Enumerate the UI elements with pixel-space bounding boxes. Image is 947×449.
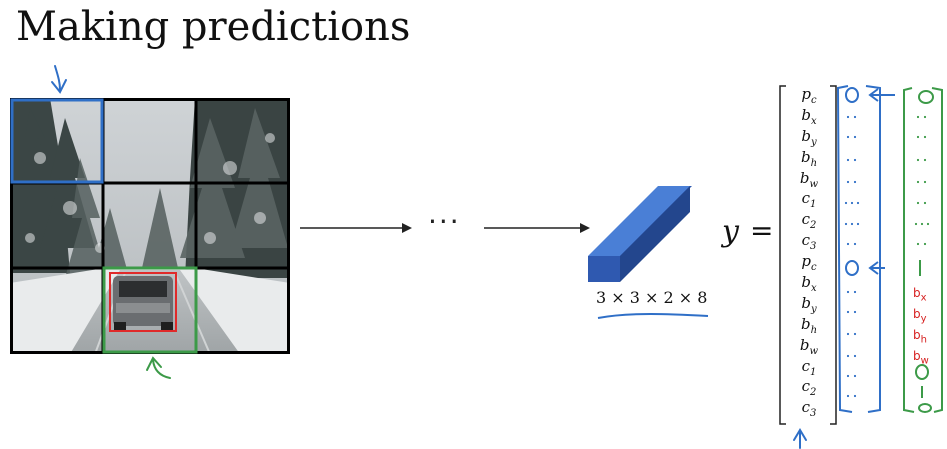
- highlight-cell-top-left: [10, 98, 104, 184]
- blue-example-column: [836, 85, 895, 413]
- green-dots: [914, 115, 930, 246]
- vector-row: by: [801, 293, 817, 315]
- vector-row: pc: [801, 252, 817, 274]
- red-annotation-bh: bh: [913, 328, 927, 346]
- output-dims-label: 3 × 3 × 2 × 8: [596, 288, 708, 307]
- output-volume-prism: [588, 186, 692, 282]
- vector-row: by: [801, 126, 817, 148]
- vector-row: pc: [801, 85, 817, 106]
- vector-row: c3: [801, 398, 817, 420]
- vector-row: bh: [800, 314, 818, 336]
- car: [113, 276, 173, 330]
- page-title: Making predictions: [16, 4, 411, 50]
- vector-row: bw: [799, 335, 819, 357]
- dims-underline: [597, 313, 709, 319]
- car-bounding-box: [109, 272, 177, 332]
- vector-row: bh: [800, 147, 818, 169]
- highlight-cell-bottom-center: [102, 266, 198, 354]
- vector-up-arrow: [793, 428, 807, 449]
- flow-arrow-1: [300, 223, 412, 233]
- vector-row: bx: [801, 273, 817, 295]
- vector-row: c2: [801, 210, 817, 232]
- equals-sign: =: [750, 214, 774, 247]
- blue-hand-arrow: [51, 65, 67, 94]
- vector-row: c1: [801, 356, 817, 378]
- vector-row: c1: [801, 189, 817, 211]
- vector-row: bw: [799, 168, 819, 190]
- blue-dots: [844, 115, 860, 398]
- output-vector: pc bx by bh bw c1 c2 c3 pc bx by bh bw c…: [784, 84, 834, 420]
- red-annotation-bw: bw: [913, 349, 929, 367]
- green-hand-arrow: [146, 356, 171, 379]
- vector-row: c2: [801, 377, 817, 399]
- vector-brackets: [779, 85, 837, 425]
- vector-row: c3: [801, 231, 817, 253]
- red-annotation-bx: bx: [913, 286, 927, 304]
- vector-row: bx: [801, 105, 817, 127]
- ellipsis: ···: [428, 205, 461, 238]
- image-grid: [10, 98, 290, 355]
- flow-arrow-2: [484, 223, 590, 233]
- green-example-column: [903, 87, 943, 413]
- red-annotation-by: by: [913, 307, 927, 325]
- vector-label: y: [722, 214, 739, 249]
- snow-road-image: [10, 98, 290, 355]
